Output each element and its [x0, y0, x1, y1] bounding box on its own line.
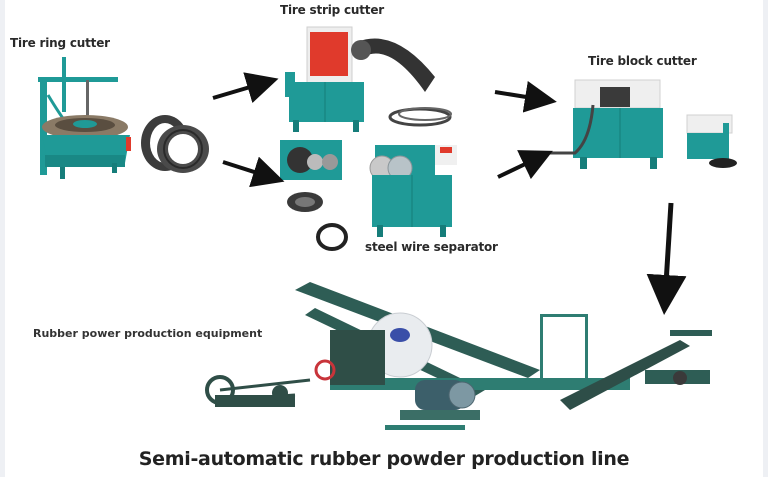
tire-strip-cutter-machine [285, 26, 452, 132]
process-diagram: Tire ring cutter Tire strip cutter Tire … [5, 0, 763, 477]
tire-block-cutter-label: Tire block cutter [588, 54, 697, 68]
rubber-powder-equipment-label: Rubber power production equipment [33, 327, 263, 340]
tire-block-cutter-machine [547, 79, 737, 169]
arrow-ring-to-strip [212, 72, 279, 104]
arrow-strip-to-block [494, 81, 557, 113]
tire-strip-cutter-label: Tire strip cutter [280, 3, 384, 17]
tire-ring-cutter-label: Tire ring cutter [10, 36, 110, 50]
arrow-wire-to-block [497, 150, 553, 180]
diagram-title: Semi-automatic rubber powder production … [138, 448, 630, 470]
steel-wire-separator-machine [280, 140, 457, 251]
tire-ring-cutter-machine [38, 57, 131, 179]
arrow-block-to-powder [646, 202, 687, 315]
rubber-powder-production-line [205, 282, 712, 430]
flow-arrows [212, 72, 687, 315]
rubber-rings-image [141, 115, 209, 173]
arrow-ring-to-wire [222, 156, 285, 188]
steel-wire-separator-label: steel wire separator [365, 240, 498, 254]
